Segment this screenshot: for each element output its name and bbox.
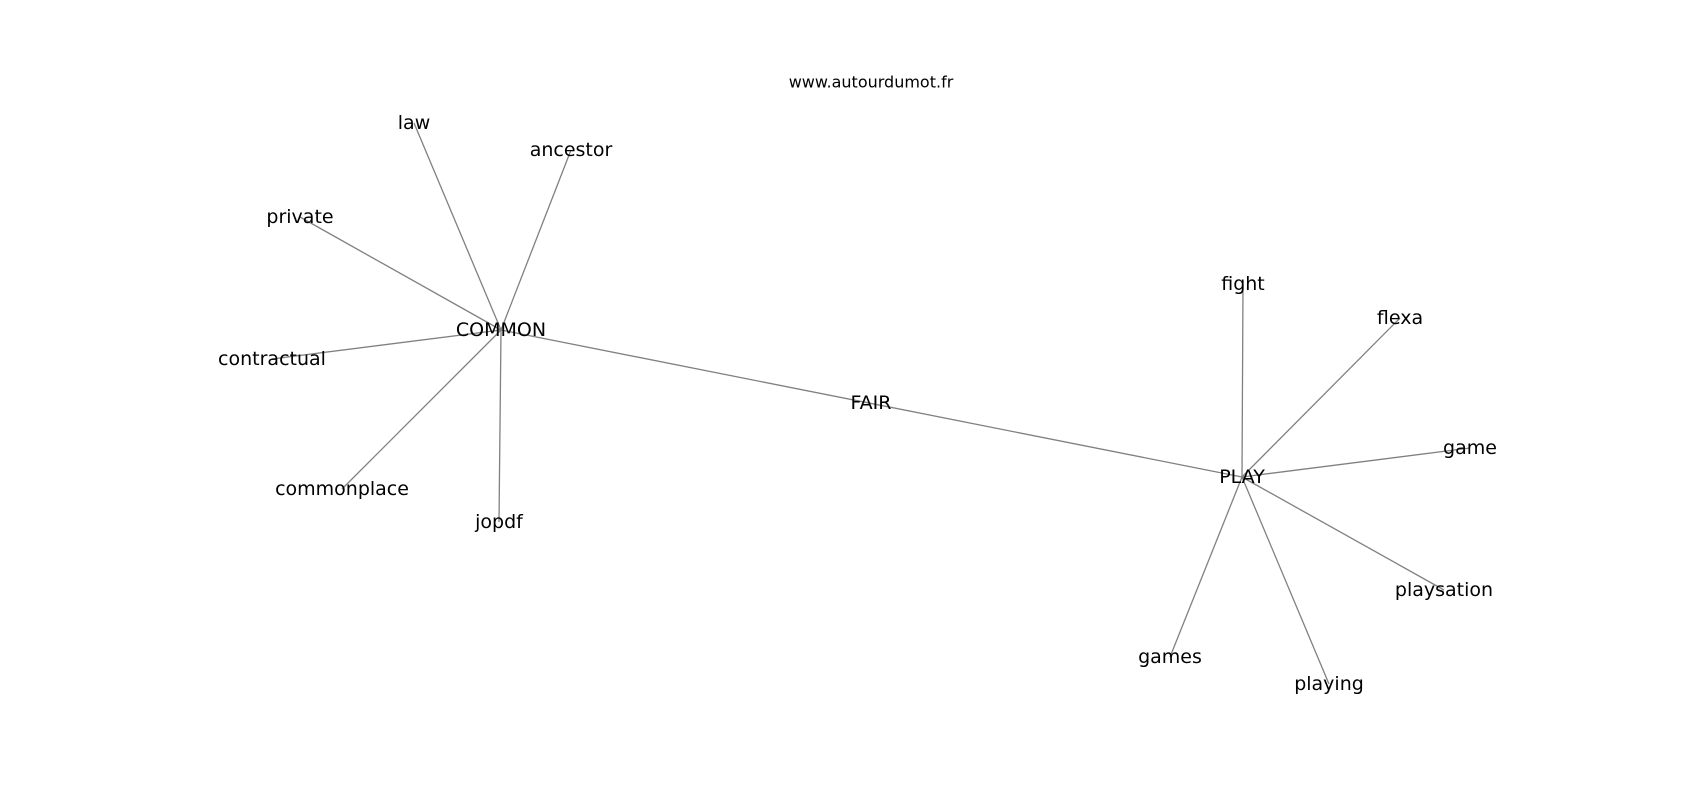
edge-common-play	[500, 329, 1243, 478]
edge-play-game	[1241, 447, 1471, 478]
node-contractual: contractual	[218, 348, 326, 370]
node-games: games	[1138, 646, 1202, 668]
node-playsation: playsation	[1395, 579, 1493, 601]
edge-play-flexa	[1241, 317, 1401, 478]
edge-play-playsation	[1241, 476, 1445, 591]
edge-common-ancestor	[500, 149, 572, 331]
graph-nodes: FAIR COMMON PLAY law ancestor private contract…	[218, 112, 1497, 695]
node-jopdf: jopdf	[474, 511, 524, 533]
node-play: PLAY	[1219, 466, 1265, 488]
graph-edges	[271, 122, 1471, 685]
source-watermark: www.autourdumot.fr	[789, 73, 954, 92]
node-playing: playing	[1294, 673, 1364, 695]
node-game: game	[1443, 437, 1497, 459]
edge-common-jopdf	[498, 329, 502, 523]
edge-play-fight	[1241, 283, 1244, 478]
edge-common-contractual	[271, 329, 502, 360]
edge-common-private	[299, 216, 502, 331]
node-commonplace: commonplace	[275, 478, 409, 500]
node-ancestor: ancestor	[530, 139, 613, 161]
node-private: private	[266, 206, 333, 228]
node-common: COMMON	[456, 319, 546, 341]
node-fair: FAIR	[851, 392, 892, 414]
edge-common-commonplace	[341, 329, 502, 490]
edge-play-playing	[1241, 476, 1330, 685]
node-flexa: flexa	[1377, 307, 1423, 329]
edge-play-games	[1169, 476, 1243, 658]
edge-common-law	[413, 122, 502, 331]
node-law: law	[398, 112, 430, 134]
node-fight: fight	[1221, 273, 1265, 295]
